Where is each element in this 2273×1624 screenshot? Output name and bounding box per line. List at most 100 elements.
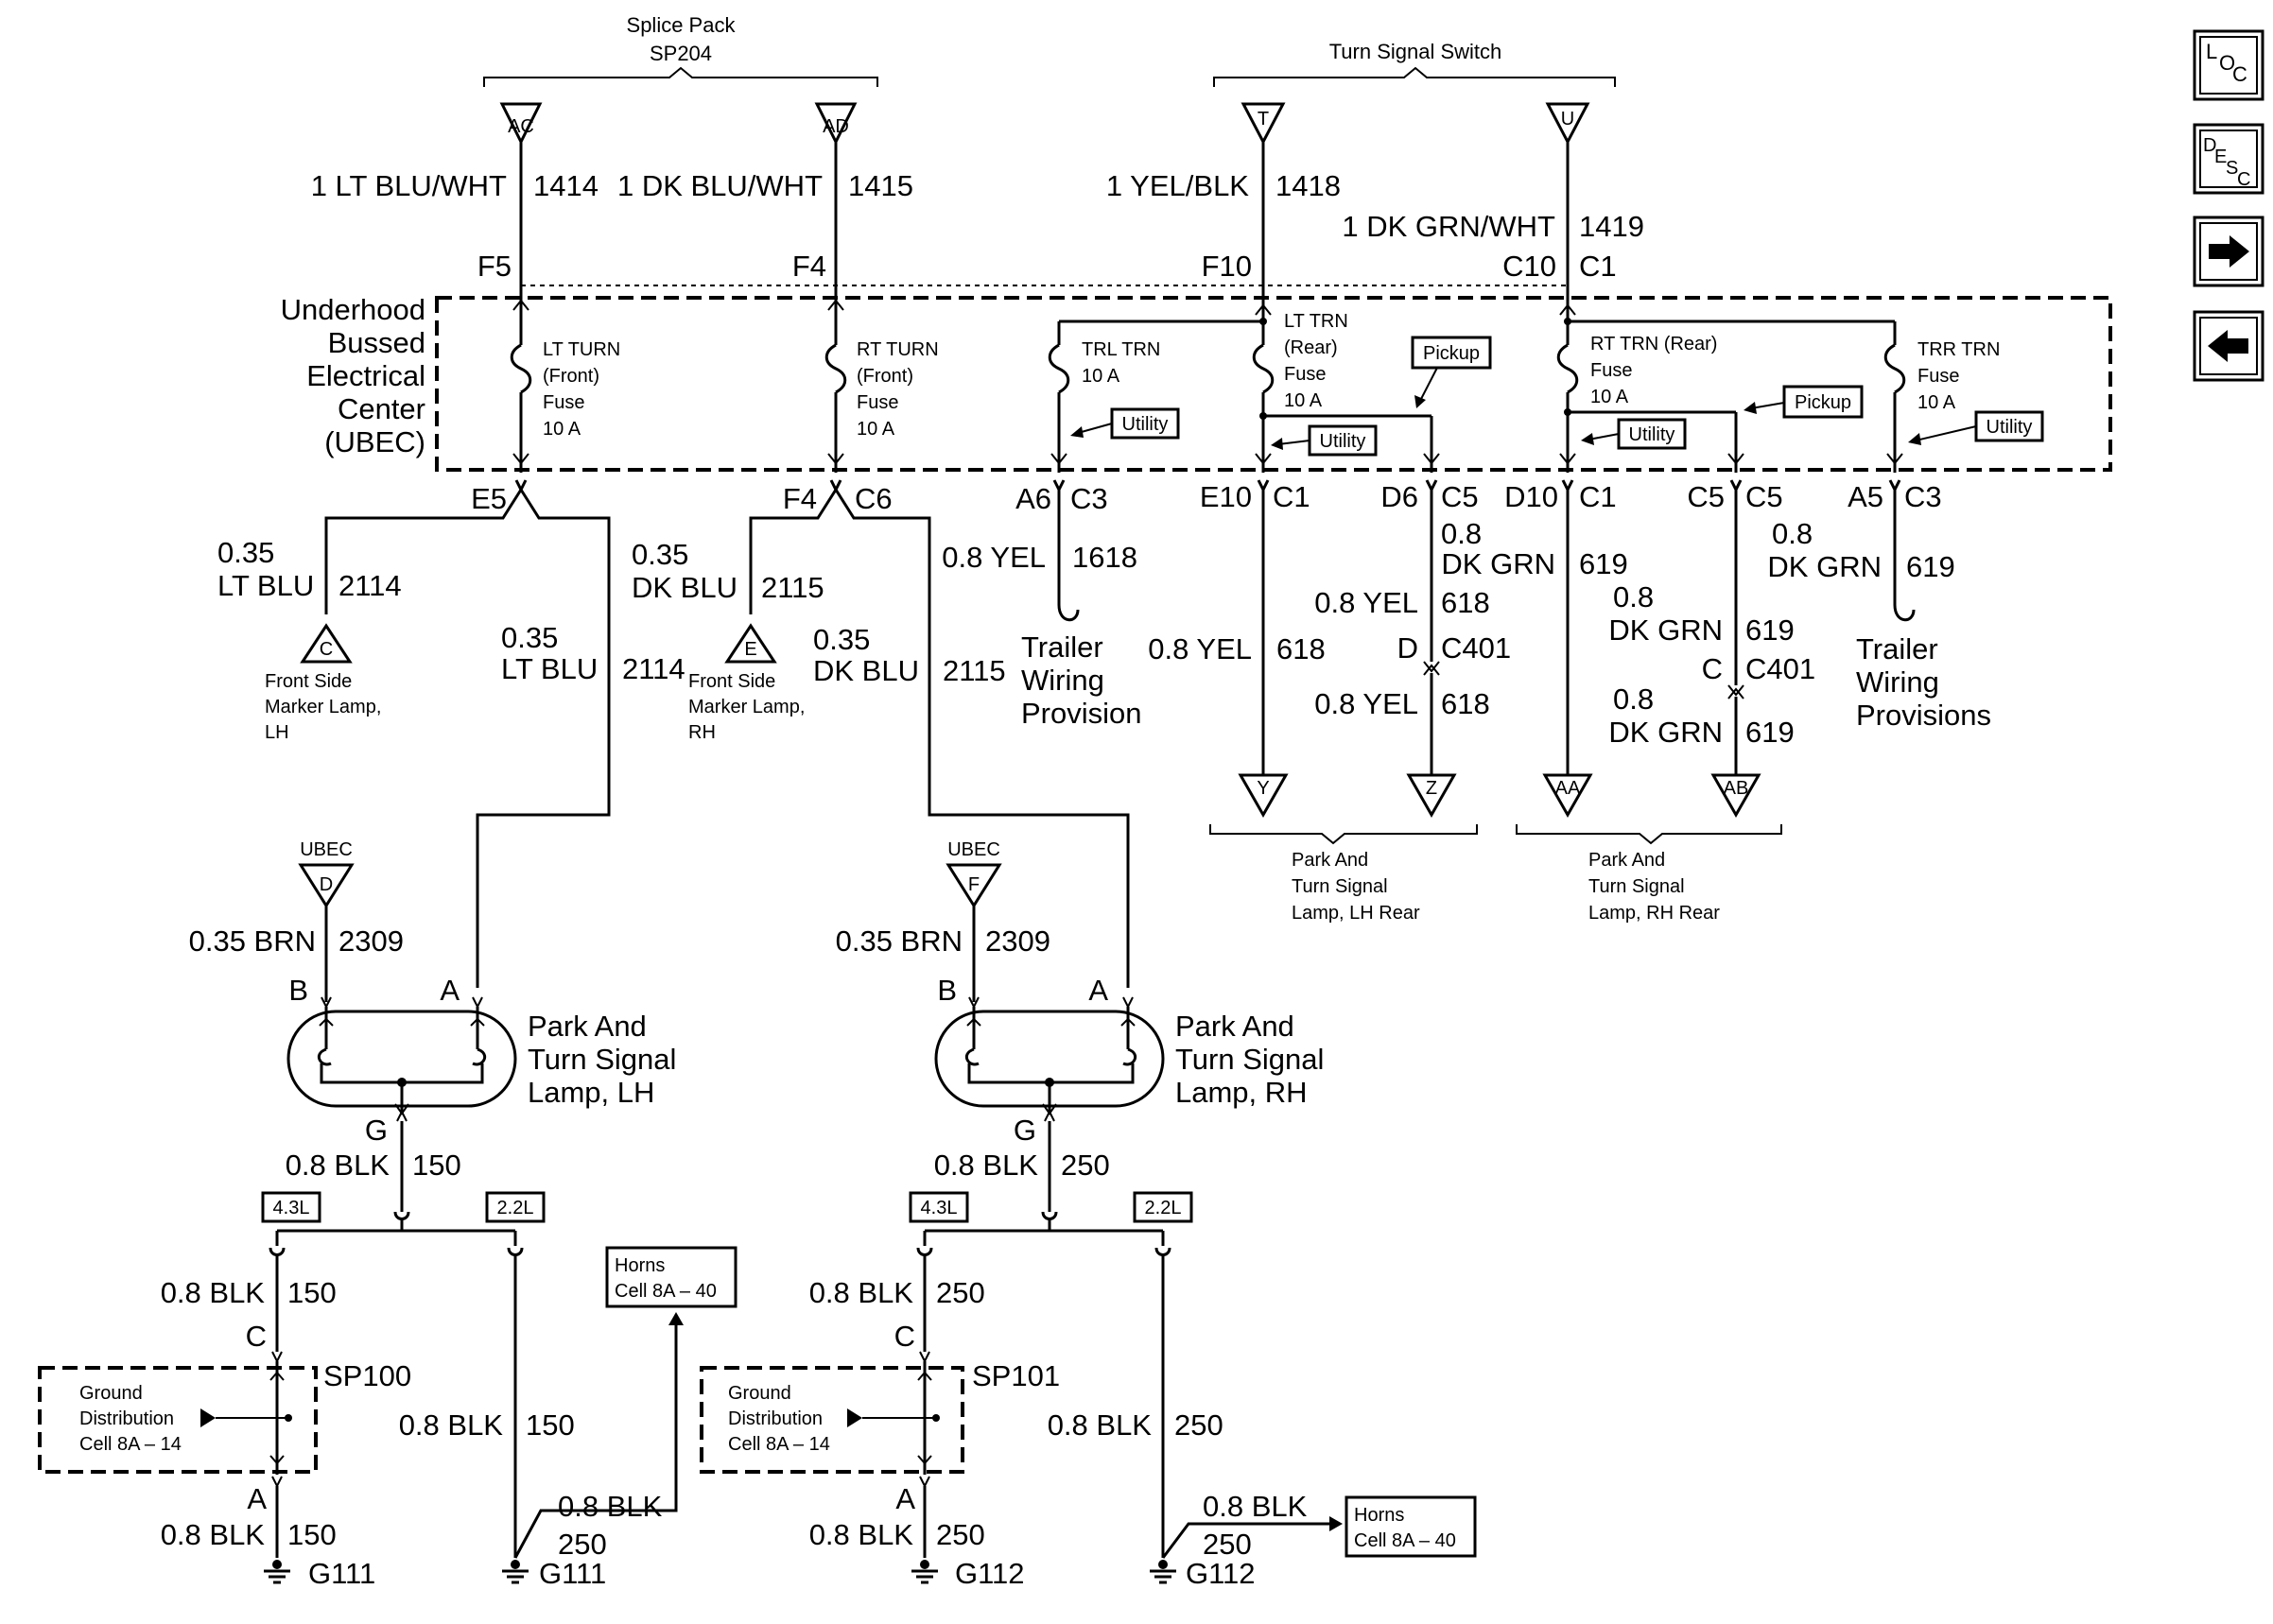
- pin-f5: F5: [477, 250, 512, 283]
- wire-250-left-label: 0.8 BLK: [558, 1490, 663, 1523]
- fuse-4-l4: 10 A: [1284, 390, 1323, 411]
- rear-rh-l1: Park And: [1588, 850, 1665, 871]
- front-rh-l1: Front Side: [688, 671, 775, 692]
- loc-button[interactable]: L O C: [2193, 29, 2264, 101]
- wire-618c-label: 0.8 YEL: [1314, 687, 1418, 720]
- horns-1-l2: Cell 8A – 40: [615, 1281, 717, 1302]
- splice-pin-ac: [499, 102, 543, 146]
- wire-2114-circuit-b: 2114: [622, 652, 685, 685]
- fuse-2-l1: RT TURN: [857, 339, 939, 360]
- ubec-ref-f: UBEC F: [946, 839, 1002, 908]
- wire-619c-color: DK GRN: [1608, 716, 1723, 749]
- pickup-tag-2: Pickup: [1744, 385, 1864, 419]
- front-side-marker-lh: C Front Side Marker Lamp, LH: [265, 623, 381, 743]
- fuse-5-l1: RT TRN (Rear): [1590, 334, 1717, 354]
- wire-250d-circuit: 250: [1174, 1408, 1223, 1442]
- ubec-label-5: (UBEC): [324, 425, 425, 458]
- horns-2-l2: Cell 8A – 40: [1354, 1530, 1456, 1551]
- gd-right-l2: Distribution: [728, 1408, 823, 1429]
- ref-aa: AA: [1542, 773, 1593, 819]
- pin-e5: E5: [471, 482, 507, 515]
- wire-1419-circuit: 1419: [1579, 210, 1644, 243]
- horns-1-l1: Horns: [615, 1255, 665, 1276]
- gd-left-l1: Ground: [79, 1383, 143, 1404]
- fuse-1-l4: 10 A: [543, 419, 581, 440]
- loc-letter-l: L: [2206, 40, 2217, 63]
- arrow-right-icon: [2209, 235, 2249, 268]
- horns-ref-2: Horns Cell 8A – 40: [1345, 1495, 1477, 1558]
- ubec-label-3: Electrical: [306, 359, 425, 392]
- fuse-rt-trn-rear: RT TRN (Rear) Fuse 10 A: [1556, 284, 1895, 473]
- wire-150b-label: 0.8 BLK: [161, 1276, 266, 1309]
- pin-c5-c: C5: [1745, 480, 1783, 513]
- wire-1418-color: 1 YEL/BLK: [1106, 169, 1249, 202]
- desc-letter-d: D: [2203, 135, 2216, 156]
- wire-619d-circuit: 619: [1906, 550, 1955, 583]
- wire-150c-circuit: 150: [287, 1518, 337, 1551]
- fuse-1-l1: LT TURN: [543, 339, 620, 360]
- lamp-rh-l2: Turn Signal: [1175, 1043, 1324, 1076]
- wire-2114-gauge-a: 0.35: [217, 536, 274, 569]
- pickup-tag-2-label: Pickup: [1795, 392, 1851, 413]
- wire-619b-color: DK GRN: [1608, 613, 1723, 647]
- wire-1618-label: 0.8 YEL: [942, 541, 1046, 574]
- wire-618b-label: 0.8 YEL: [1314, 586, 1418, 619]
- splice-pin-ad-label: AD: [823, 116, 849, 137]
- fuse-rt-turn-front: RT TURN (Front) Fuse 10 A: [824, 284, 939, 473]
- front-lh-l3: LH: [265, 722, 289, 743]
- splice-pack-title: Splice Pack: [627, 13, 737, 37]
- desc-letter-e: E: [2214, 147, 2227, 167]
- wire-619a-gauge: 0.8: [1441, 517, 1482, 550]
- lamp-rh-l3: Lamp, RH: [1175, 1076, 1308, 1109]
- ref-z: Z: [1406, 773, 1457, 819]
- switch-title: Turn Signal Switch: [1329, 40, 1502, 63]
- pickup-tag-1-label: Pickup: [1423, 343, 1480, 364]
- wire-2309-r-circuit: 2309: [985, 924, 1050, 958]
- pin-d6: D6: [1380, 480, 1418, 513]
- pin-e10: E10: [1200, 480, 1252, 513]
- forward-button[interactable]: [2193, 216, 2264, 287]
- fuse-trr-trn: TRR TRN Fuse 10 A: [1883, 321, 2000, 473]
- connector-c1-top: C1: [1579, 250, 1617, 283]
- gd-right-l1: Ground: [728, 1383, 791, 1404]
- rear-lh-l3: Lamp, LH Rear: [1292, 903, 1420, 924]
- switch-pin-u: [1545, 102, 1590, 146]
- wire-2115-gauge-b: 0.35: [813, 623, 870, 656]
- splice-pin-ac-label: AC: [508, 116, 534, 137]
- lamp-lh-l1: Park And: [528, 1010, 647, 1043]
- lamp-lh-pin-g: G: [365, 1114, 388, 1147]
- wire-2115-circuit-a: 2115: [761, 571, 824, 604]
- front-rh-l2: Marker Lamp,: [688, 697, 805, 717]
- wire-1415-circuit: 1415: [848, 169, 913, 202]
- fuse-1-l3: Fuse: [543, 392, 584, 413]
- trailer-2-l3: Provisions: [1856, 699, 1991, 732]
- park-turn-lamp-lh: Park And Turn Signal Lamp, LH: [286, 996, 676, 1115]
- wire-618a-label: 0.8 YEL: [1148, 632, 1252, 665]
- ubec-f-pin: F: [968, 874, 980, 895]
- splice-pin-ad: [814, 102, 858, 146]
- wire-1414-circuit: 1414: [533, 169, 599, 202]
- c401-label-b: C401: [1745, 652, 1815, 685]
- fuse-trl-trn: TRL TRN 10 A: [1048, 284, 1272, 473]
- back-button[interactable]: [2193, 310, 2264, 382]
- ubec-label-1: Underhood: [281, 293, 425, 326]
- wire-150c-label: 0.8 BLK: [161, 1518, 266, 1551]
- pin-c10: C10: [1502, 250, 1556, 283]
- fuse-2-l4: 10 A: [857, 419, 895, 440]
- loc-letter-c: C: [2232, 62, 2247, 86]
- front-lh-l2: Marker Lamp,: [265, 697, 381, 717]
- fuse-4-l2: (Rear): [1284, 337, 1338, 358]
- engine-tag-4-3l-left: 4.3L: [261, 1191, 321, 1223]
- wire-619b-gauge: 0.8: [1613, 580, 1654, 613]
- wire-2309-l-label: 0.35 BRN: [189, 924, 316, 958]
- fuse-4-l3: Fuse: [1284, 364, 1326, 385]
- utility-tag-2: Utility: [1271, 424, 1378, 457]
- fuse-lt-turn-front: LT TURN (Front) Fuse 10 A: [510, 284, 620, 473]
- ground-distribution-right: Ground Distribution Cell 8A – 14: [700, 1366, 964, 1474]
- trailer-1-l1: Trailer: [1021, 631, 1103, 664]
- sp100-pin-a: A: [247, 1482, 267, 1515]
- desc-button[interactable]: D E S C: [2193, 123, 2264, 195]
- fuse-6-l3: 10 A: [1917, 392, 1956, 413]
- pin-a5: A5: [1848, 480, 1883, 513]
- ref-aa-label: AA: [1555, 778, 1581, 799]
